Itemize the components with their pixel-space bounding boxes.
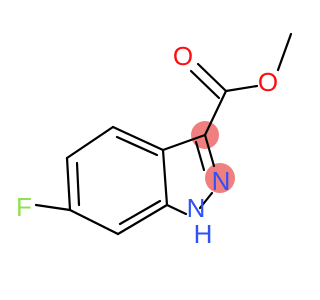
bond-c6-c7	[68, 208, 120, 236]
bond-c4a-c3	[161, 133, 207, 152]
bond-c7a-c4a	[161, 148, 169, 207]
atom-ring-nitrogen: N	[212, 166, 231, 196]
bond-c5-c6	[65, 156, 72, 212]
bond-c3-carbonyl-c	[203, 89, 228, 137]
bond-carbonyl-double-2	[189, 69, 221, 100]
bond-n1-c7a	[165, 203, 188, 216]
bond-c6-f	[34, 203, 72, 212]
atom-fluorine: F	[16, 192, 32, 222]
bonds	[34, 32, 293, 236]
bond-c3-n2	[203, 133, 216, 168]
bond-c5-c6-inner	[75, 161, 81, 207]
atom-carbonyl-oxygen: O	[173, 41, 193, 71]
bond-c4-c4a-inner	[115, 135, 159, 157]
bond-o-methyl	[276, 32, 293, 72]
bond-c7-c7a-inner	[118, 199, 162, 226]
bond-c4a-c4	[111, 125, 165, 152]
molecule-canvas: O O N N H F	[16, 32, 293, 249]
bond-c4-c5	[65, 125, 115, 160]
atom-nh-hydrogen: H	[194, 219, 213, 249]
atom-nh-nitrogen: N	[187, 193, 206, 223]
bond-carbonyl-double-1	[196, 62, 228, 93]
bond-carbonyl-c-o-ester	[224, 84, 259, 93]
bond-n2-n1	[198, 191, 214, 210]
highlight-n2	[205, 163, 235, 193]
molecule-structure: O O N N H F	[16, 32, 293, 249]
bond-c7-c7a	[116, 203, 169, 236]
bond-c3-n2-inner	[194, 140, 206, 172]
atom-ester-oxygen: O	[258, 67, 278, 97]
